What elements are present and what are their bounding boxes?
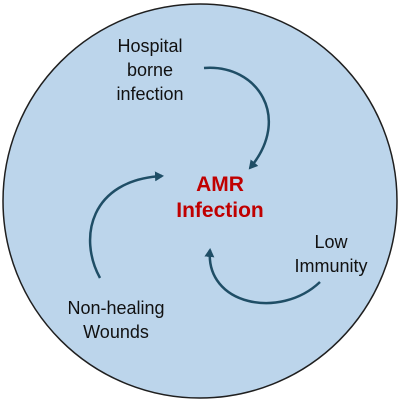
factor-wounds-line2: Wounds xyxy=(83,322,149,342)
arrow-hospital-to-center xyxy=(203,66,270,170)
center-label: AMR Infection xyxy=(160,172,280,224)
factor-hospital-line3: infection xyxy=(116,84,184,104)
factor-immunity-line2: Immunity xyxy=(294,256,368,276)
center-label-line1: AMR xyxy=(196,173,244,196)
factor-wounds-label: Non-healing Wounds xyxy=(56,296,176,344)
factor-hospital-line2: borne xyxy=(126,60,174,80)
factor-hospital-label: Hospital borne infection xyxy=(98,34,202,106)
factor-immunity-label: Low Immunity xyxy=(276,230,386,278)
arrow-wounds-to-center xyxy=(88,171,164,279)
center-label-line2: Infection xyxy=(176,199,264,222)
factor-wounds-line1: Non-healing xyxy=(67,298,165,318)
arrow-immunity-to-center xyxy=(204,248,321,305)
factor-immunity-line1: Low xyxy=(314,232,348,252)
background-circle xyxy=(2,3,398,399)
factor-hospital-line1: Hospital xyxy=(117,36,183,56)
